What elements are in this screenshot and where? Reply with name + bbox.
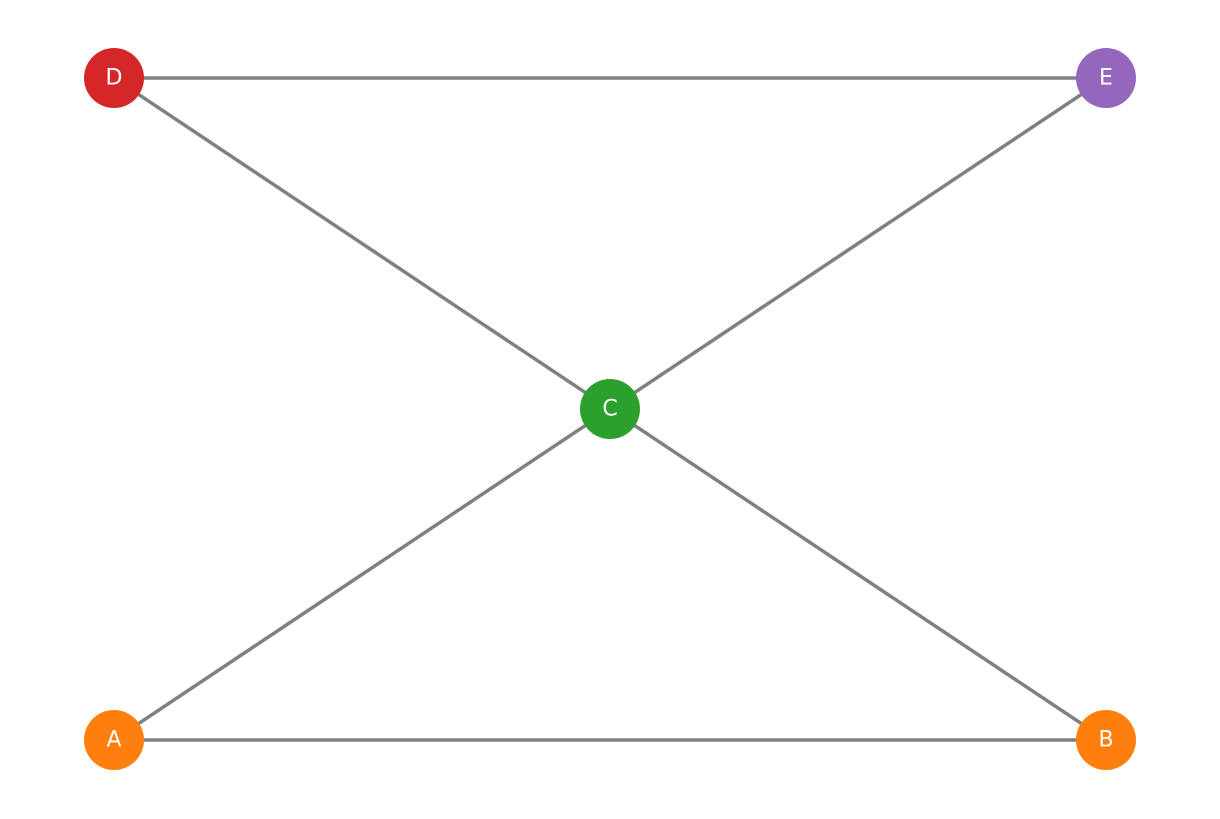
edges-layer [113,76,1107,742]
node-e: E [1076,48,1136,108]
nodes-layer: A B C D E [84,48,1136,770]
edge-b-c [609,407,1107,742]
node-a: A [84,710,144,770]
node-circle-b [1076,710,1136,770]
node-d: D [84,48,144,108]
node-circle-e [1076,48,1136,108]
node-b: B [1076,710,1136,770]
node-c: C [580,379,640,439]
node-label-a: A [106,728,121,753]
edge-a-c [113,407,611,742]
node-circle-c [580,379,640,439]
edge-d-c [113,76,611,411]
node-label-c: C [602,397,617,422]
node-label-e: E [1099,66,1113,91]
node-label-b: B [1098,728,1113,753]
node-label-d: D [106,66,123,91]
node-circle-d [84,48,144,108]
node-circle-a [84,710,144,770]
edge-e-c [609,76,1107,411]
